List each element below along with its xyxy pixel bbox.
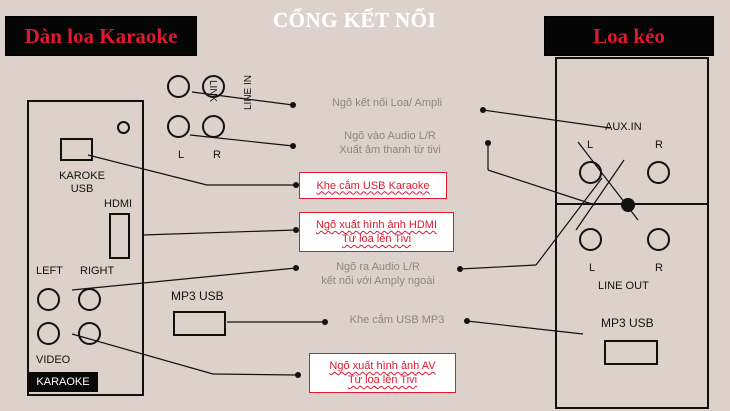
callout-usb-mp3: Khe cắm USB MP3 [349,314,445,326]
callout-usb-karaoke-text: Khe cắm USB Karaoke [316,179,430,192]
callout-hdmi-line1: Ngõ xuất hình ảnh HDMI [315,219,438,231]
karaoke-brand-tag: KARAOKE [28,372,98,392]
line-in-label: LINE IN [243,74,254,110]
link-right-jack [202,75,225,98]
video-label: VIDEO [36,354,71,366]
line-in-r-label: R [213,149,221,161]
hdmi-label: HDMI [104,198,133,210]
karaoke-speaker-panel [27,100,144,396]
aux-in-l-label: L [587,139,594,151]
line-out-left-jack [579,228,602,251]
diagram-title: CỔNG KẾT NỐI [273,8,437,32]
link-left-jack [167,75,190,98]
karaoke-usb-port [60,138,93,161]
callout-hdmi: Ngõ xuất hình ảnh HDMI Từ loa lên Tivi [299,212,454,252]
video-jack-1 [37,322,60,345]
callout-av: Ngõ xuất hình ảnh AV Từ loa lên Tivi [309,353,456,393]
karaoke-usb-label: KAROKE USB [59,170,105,195]
trolley-speaker-panel [555,57,709,409]
line-in-left-jack [167,115,190,138]
link-label: LINK [207,80,218,103]
right-mp3-usb-port [604,340,658,365]
callout-audio-out-line1: Ngõ ra Audio L/R [336,261,420,273]
audio-out-right-jack [78,288,101,311]
left-mp3-usb-label: MP3 USB [171,289,224,303]
audio-out-left-jack [37,288,60,311]
panel-divider [555,203,707,205]
line-out-label: LINE OUT [598,280,649,292]
video-jack-2 [78,322,101,345]
callout-hdmi-line2: Từ loa lên Tivi [341,233,412,245]
callout-speaker-amp: Ngõ kết nối Loa/ Ampli [331,97,443,109]
left-device-title: Dàn loa Karaoke [5,16,197,56]
callout-av-line1: Ngõ xuất hình ảnh AV [329,360,436,372]
power-led-icon [117,121,130,134]
right-mp3-usb-label: MP3 USB [601,316,654,330]
left-mp3-usb-port [173,311,226,336]
right-device-title: Loa kéo [544,16,714,56]
line-out-r-label: R [655,262,663,274]
aux-in-left-jack [579,161,602,184]
aux-in-r-label: R [655,139,663,151]
line-out-right-jack [647,228,670,251]
right-audio-label: RIGHT [80,265,115,277]
aux-in-label: AUX.IN [605,121,642,133]
left-audio-label: LEFT [36,265,63,277]
callout-audio-out-line2: kết nối với Amply ngoài [321,275,435,287]
hdmi-port [109,213,130,259]
callout-av-line2: Từ loa lên Tivi [347,374,418,386]
line-out-l-label: L [589,262,596,274]
callout-usb-karaoke: Khe cắm USB Karaoke [299,172,447,199]
line-in-right-jack [202,115,225,138]
aux-in-right-jack [647,161,670,184]
callout-audio-in-line1: Ngõ vào Audio L/R [344,130,436,142]
line-in-l-label: L [178,149,185,161]
callout-audio-in-line2: Xuất âm thanh từ tivi [339,144,441,156]
